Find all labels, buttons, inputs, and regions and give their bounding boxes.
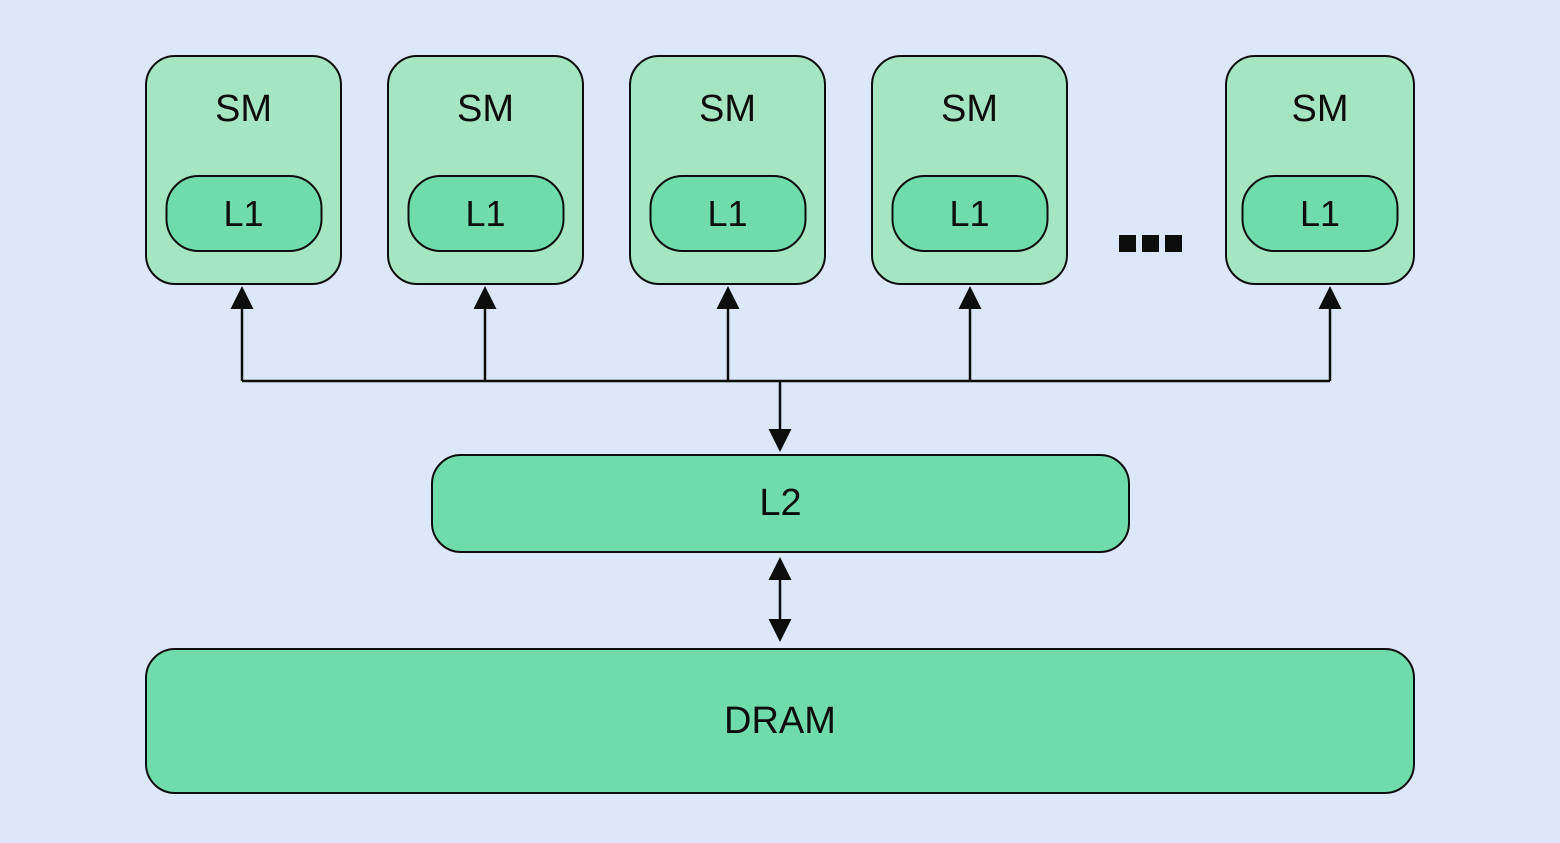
arrowhead-up-l2 [768, 557, 792, 580]
sm-label: SM [1291, 87, 1349, 130]
arrowhead-sm-3 [716, 286, 740, 309]
ellipsis-dot [1165, 235, 1182, 252]
arrowhead-sm-4 [958, 286, 982, 309]
l2-cache: L2 [431, 454, 1130, 553]
arrowhead-l2 [768, 429, 792, 452]
arrowhead-sm-2 [473, 286, 497, 309]
sm-block-4: SM L1 [871, 55, 1068, 285]
sm-label: SM [215, 87, 272, 130]
arrowhead-sm-1 [230, 286, 254, 309]
l1-cache: L1 [165, 175, 322, 252]
arrowhead-down-dram [768, 619, 792, 642]
l1-cache: L1 [649, 175, 806, 252]
arrowhead-sm-5 [1318, 286, 1342, 309]
sm-block-3: SM L1 [629, 55, 826, 285]
l1-cache: L1 [1241, 175, 1399, 252]
sm-label: SM [457, 87, 514, 130]
sm-label: SM [699, 87, 756, 130]
ellipsis-dot [1119, 235, 1136, 252]
sm-block-1: SM L1 [145, 55, 342, 285]
l1-cache: L1 [891, 175, 1048, 252]
sm-label: SM [941, 87, 998, 130]
ellipsis-dot [1142, 235, 1159, 252]
sm-block-2: SM L1 [387, 55, 584, 285]
dram: DRAM [145, 648, 1415, 794]
ellipsis-icon [1119, 235, 1182, 252]
sm-block-5: SM L1 [1225, 55, 1415, 285]
l1-cache: L1 [407, 175, 564, 252]
